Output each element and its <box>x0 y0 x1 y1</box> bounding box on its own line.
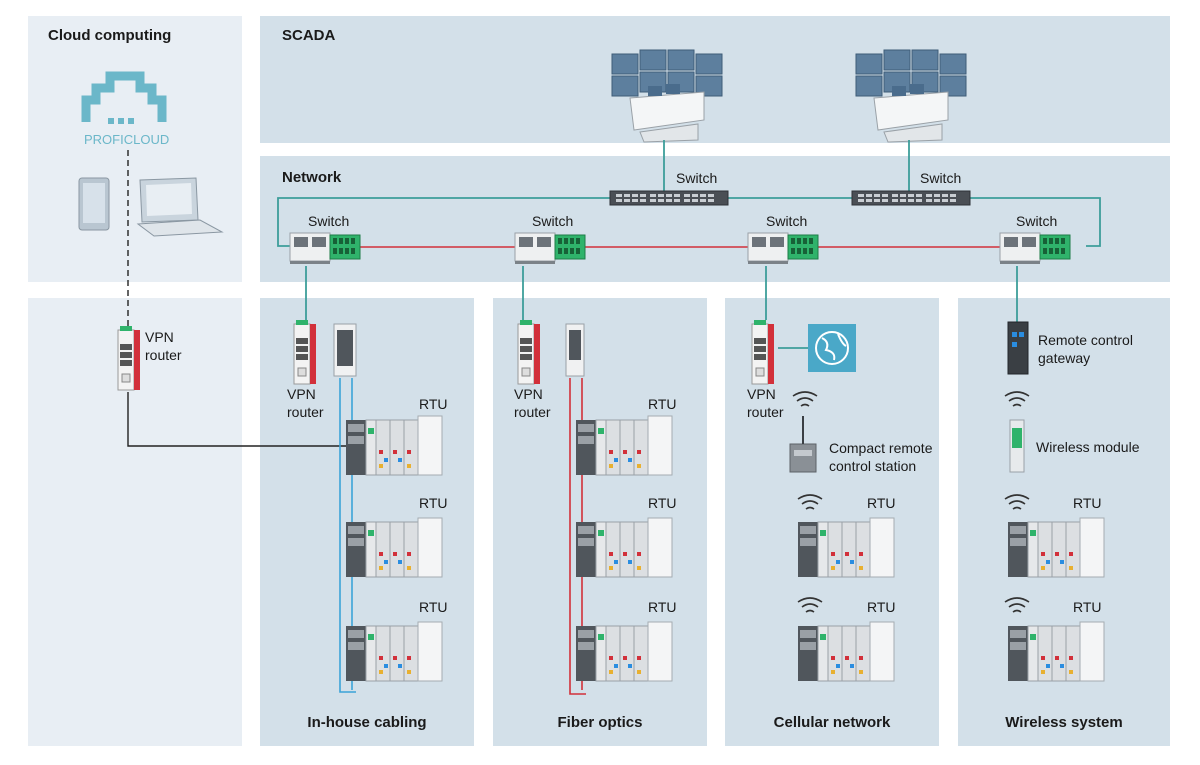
vpn-router-icon <box>117 325 141 391</box>
rtu-label: RTU <box>867 495 896 511</box>
vpn-router-label: VPN router <box>145 329 182 363</box>
rtu-label: RTU <box>867 599 896 615</box>
wireless-signal-icon <box>1004 494 1030 510</box>
rtu-icon <box>575 621 673 682</box>
globe-icon <box>808 324 856 372</box>
laptop-icon <box>136 177 224 237</box>
switch-icon <box>514 232 586 265</box>
compact-station-label: Compact remote control station <box>829 440 933 474</box>
section-title-inhouse: In-house cabling <box>307 714 427 731</box>
vpn-router-label: VPN router <box>287 386 324 420</box>
compact-station-icon <box>789 416 817 473</box>
switch-icon <box>565 323 585 377</box>
switch-icon <box>333 323 357 377</box>
rtu-icon <box>345 621 443 682</box>
rtu-icon <box>1007 621 1105 682</box>
vpn-router-label: VPN router <box>514 386 551 420</box>
rtu-label: RTU <box>1073 495 1102 511</box>
switch-label: Switch <box>920 170 962 186</box>
wireless-signal-icon <box>797 494 823 510</box>
wireless-signal-icon <box>797 597 823 613</box>
gateway-icon <box>1007 321 1029 375</box>
rtu-icon <box>797 517 895 578</box>
switch-label: Switch <box>766 213 808 229</box>
rtu-label: RTU <box>419 396 448 412</box>
rtu-label: RTU <box>648 495 677 511</box>
rtu-label: RTU <box>648 599 677 615</box>
rtu-label: RTU <box>419 599 448 615</box>
tablet-icon <box>78 177 110 231</box>
wireless-signal-icon <box>1004 391 1030 407</box>
switch-label: Switch <box>532 213 574 229</box>
monitor-wall-icon <box>611 49 723 143</box>
rtu-icon <box>345 517 443 578</box>
switch-label: Switch <box>676 170 718 186</box>
rtu-icon <box>797 621 895 682</box>
rtu-label: RTU <box>1073 599 1102 615</box>
vpn-router-label: VPN router <box>747 386 784 420</box>
rtu-icon <box>345 415 443 476</box>
rtu-label: RTU <box>419 495 448 511</box>
switch-icon <box>609 190 729 206</box>
rtu-icon <box>575 517 673 578</box>
vpn-router-icon <box>751 319 775 385</box>
switch-icon <box>747 232 819 265</box>
wireless-module-label: Wireless module <box>1036 439 1140 455</box>
section-title-cellular: Cellular network <box>773 714 891 731</box>
wireless-module-icon <box>1009 419 1025 473</box>
vpn-router-icon <box>517 319 541 385</box>
gateway-label: Remote control gateway <box>1038 332 1133 366</box>
monitor-wall-icon <box>855 49 967 143</box>
cloud-panel <box>28 16 242 282</box>
network-title: Network <box>282 169 342 186</box>
rtu-icon <box>1007 517 1105 578</box>
section-title-fiber: Fiber optics <box>557 714 643 731</box>
switch-icon <box>999 232 1071 265</box>
cloud-title: Cloud computing <box>48 27 172 44</box>
proficloud-icon <box>81 71 167 124</box>
proficloud-label: PROFICLOUD <box>84 132 170 147</box>
switch-icon <box>289 232 361 265</box>
rtu-label: RTU <box>648 396 677 412</box>
wireless-signal-icon <box>792 391 818 407</box>
switch-label: Switch <box>1016 213 1058 229</box>
rtu-icon <box>575 415 673 476</box>
scada-title: SCADA <box>282 27 336 44</box>
vpn-router-icon <box>293 319 317 385</box>
section-title-wireless: Wireless system <box>1005 714 1123 731</box>
switch-icon <box>851 190 971 206</box>
switch-label: Switch <box>308 213 350 229</box>
wireless-signal-icon <box>1004 597 1030 613</box>
